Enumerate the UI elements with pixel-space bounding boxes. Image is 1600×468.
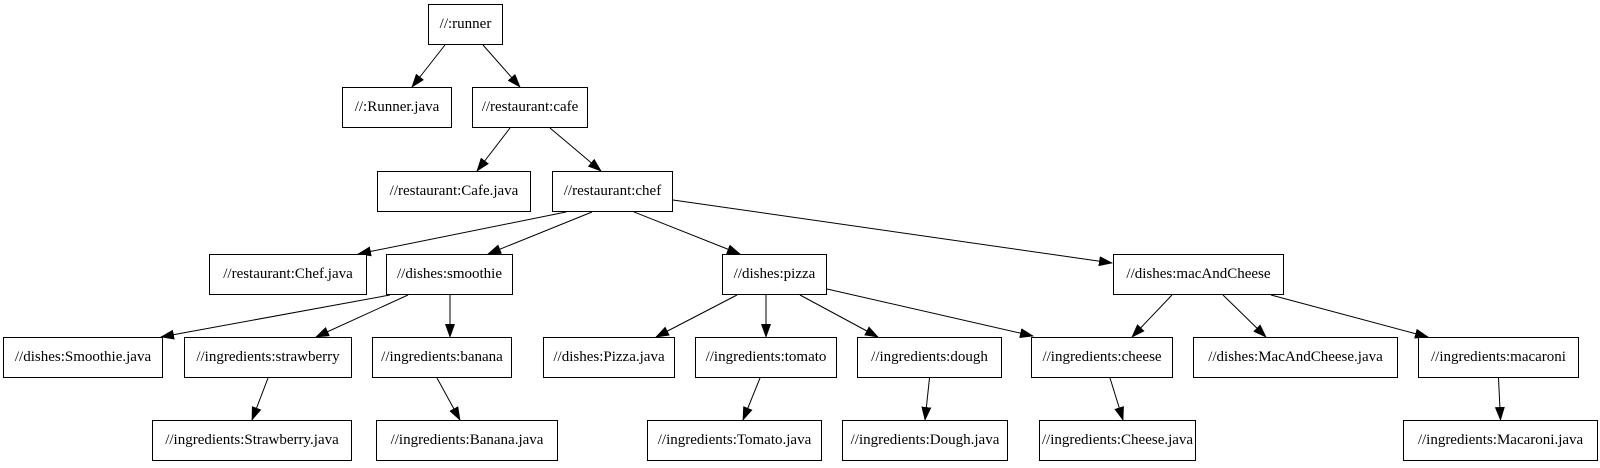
edge-mac_and_cheese-cheese: [1131, 294, 1173, 338]
edge-cheese-cheese_java: [1109, 377, 1124, 421]
node-mac_and_cheese_java: //dishes:MacAndCheese.java: [1193, 337, 1398, 378]
edge-chef-pizza: [633, 211, 741, 255]
edge-mac_and_cheese-macaroni: [1270, 294, 1429, 339]
node-dough: //ingredients:dough: [857, 337, 1002, 378]
edge-cafe-cafe_java: [476, 127, 511, 172]
node-macaroni: //ingredients:macaroni: [1418, 337, 1579, 378]
edge-tomato-tomato_java: [742, 377, 761, 421]
edge-pizza-dough: [799, 294, 879, 338]
node-smoothie: //dishes:smoothie: [386, 254, 513, 295]
node-smoothie_java: //dishes:Smoothie.java: [3, 337, 163, 378]
node-runner: //:runner: [428, 4, 503, 45]
node-chef: //restaurant:chef: [552, 171, 673, 212]
node-cafe: //restaurant:cafe: [472, 87, 588, 128]
node-runner_java: //:Runner.java: [342, 87, 452, 128]
edge-strawberry-strawberry_java: [251, 377, 269, 421]
edge-pizza-pizza_java: [655, 294, 738, 338]
edge-runner-cafe: [482, 44, 521, 88]
edge-runner-runner_java: [411, 44, 446, 88]
node-cheese_java: //ingredients:Cheese.java: [1039, 420, 1196, 461]
edge-pizza-cheese: [826, 288, 1034, 338]
node-banana_java: //ingredients:Banana.java: [376, 420, 558, 461]
node-mac_and_cheese: //dishes:macAndCheese: [1113, 254, 1284, 295]
edge-cafe-chef: [549, 127, 602, 172]
node-tomato: //ingredients:tomato: [695, 337, 837, 378]
edge-dough-dough_java: [921, 377, 932, 421]
node-tomato_java: //ingredients:Tomato.java: [647, 420, 822, 461]
node-banana: //ingredients:banana: [372, 337, 512, 378]
edge-smoothie-strawberry: [315, 294, 409, 338]
node-dough_java: //ingredients:Dough.java: [842, 420, 1008, 461]
edge-mac_and_cheese-mac_and_cheese_java: [1222, 294, 1267, 338]
node-cheese: //ingredients:cheese: [1031, 337, 1173, 378]
edge-chef-chef_java: [357, 211, 567, 257]
edge-macaroni-macaroni_java: [1494, 377, 1505, 421]
node-cafe_java: //restaurant:Cafe.java: [377, 171, 531, 212]
edge-chef-smoothie: [487, 211, 593, 255]
node-chef_java: //restaurant:Chef.java: [209, 254, 367, 295]
node-strawberry: //ingredients:strawberry: [184, 337, 352, 378]
edge-banana-banana_java: [436, 377, 461, 421]
node-pizza_java: //dishes:Pizza.java: [543, 337, 675, 378]
node-pizza: //dishes:pizza: [722, 254, 827, 295]
edge-smoothie-smoothie_java: [160, 294, 391, 340]
node-strawberry_java: //ingredients:Strawberry.java: [152, 420, 352, 461]
node-macaroni_java: //ingredients:Macaroni.java: [1403, 420, 1598, 461]
